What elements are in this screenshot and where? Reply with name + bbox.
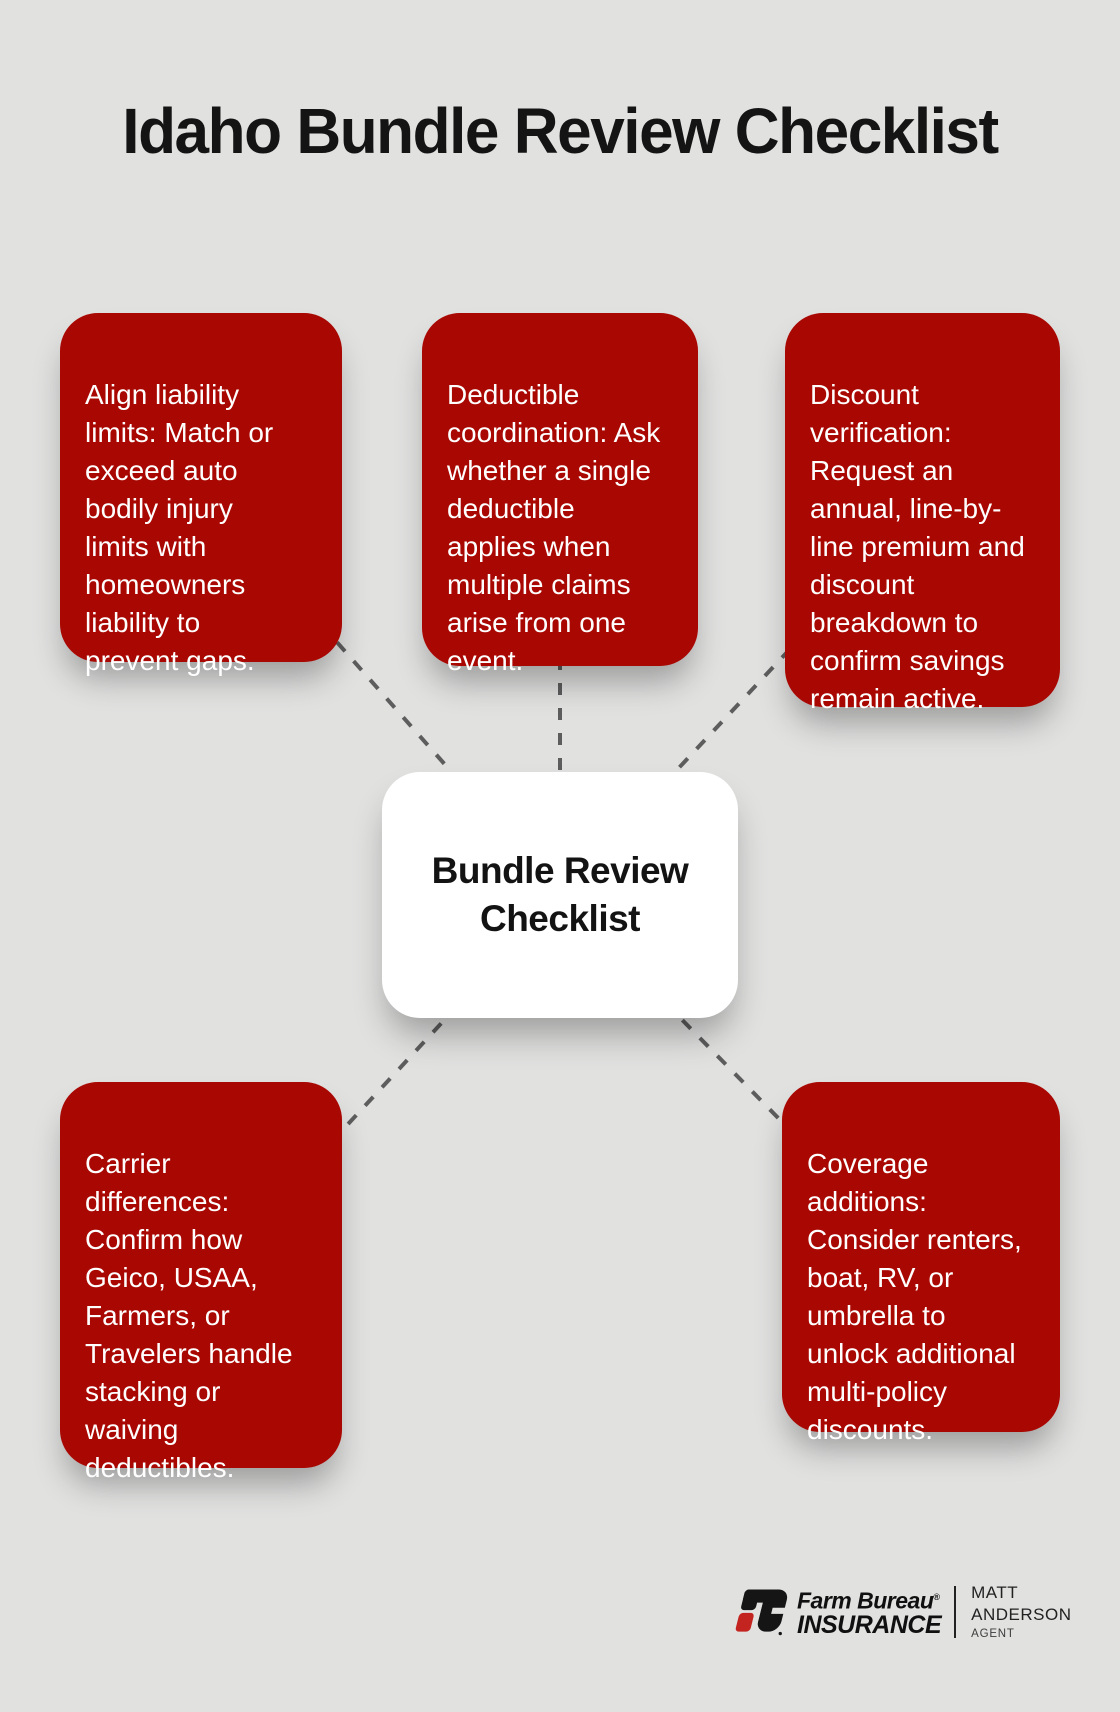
center-node: Bundle Review Checklist: [382, 772, 738, 1018]
agent-first-name: MATT: [971, 1583, 1019, 1602]
brand-name: Farm Bureau®: [797, 1587, 940, 1614]
node-coverage-additions: Coverage additions: Consider renters, bo…: [782, 1082, 1060, 1445]
registered-dot: [778, 1631, 782, 1635]
footer-brand-block: Farm Bureau® INSURANCE MATT ANDERSON AGE…: [733, 1582, 1071, 1641]
agent-last-name: ANDERSON: [971, 1605, 1072, 1624]
node-carrier-differences: Carrier differences: Confirm how Geico, …: [60, 1082, 342, 1483]
node-discount-verification: Discount verification: Request an annual…: [785, 313, 1060, 714]
brand-wordmark: Farm Bureau® INSURANCE: [797, 1586, 942, 1639]
registered-mark: ®: [933, 1592, 940, 1603]
node-text: Carrier differences: Confirm how Geico, …: [85, 1148, 293, 1483]
node-text: Deductible coordination: Ask whether a s…: [447, 379, 661, 676]
agent-role-label: AGENT: [971, 1628, 1015, 1640]
node-text: Align liability limits: Match or exceed …: [85, 379, 274, 676]
node-align-liability-limits: Align liability limits: Match or exceed …: [60, 313, 342, 676]
node-text: Coverage additions: Consider renters, bo…: [807, 1148, 1022, 1445]
node-text: Discount verification: Request an annual…: [810, 379, 1025, 714]
footer-divider: [954, 1585, 957, 1638]
farm-bureau-logo-icon: [735, 1588, 788, 1635]
center-node-label: Bundle Review Checklist: [431, 850, 689, 939]
brand-insurance-label: INSURANCE: [797, 1610, 942, 1639]
node-deductible-coordination: Deductible coordination: Ask whether a s…: [422, 313, 698, 676]
page-title: Idaho Bundle Review Checklist: [122, 95, 999, 167]
agent-block: MATT ANDERSON AGENT: [971, 1582, 1071, 1641]
